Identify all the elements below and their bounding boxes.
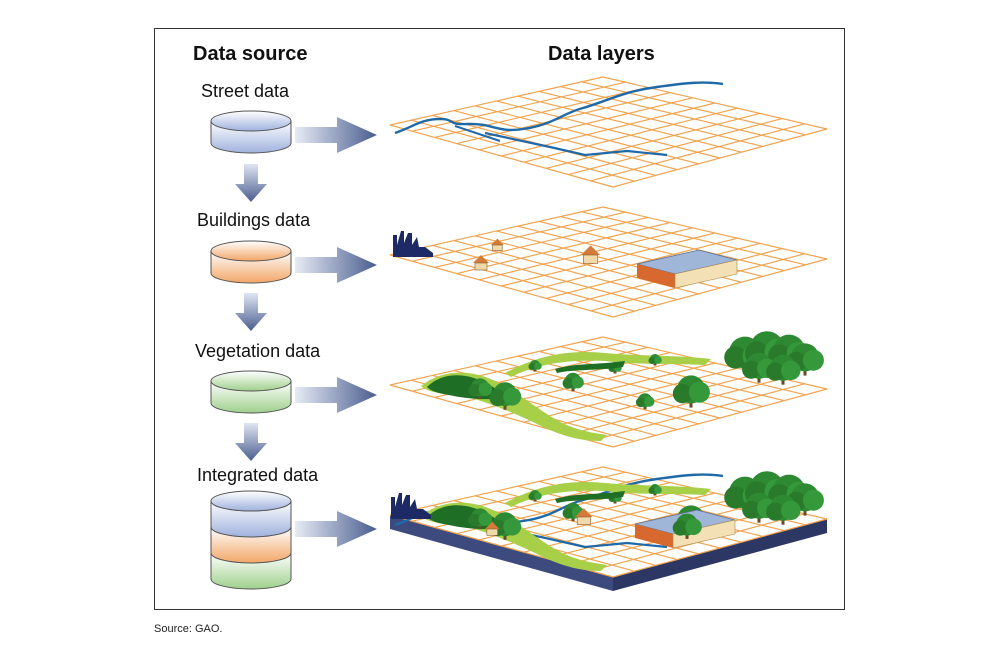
data-source-header: Data source <box>193 43 308 65</box>
tree-icon <box>528 490 542 502</box>
factory-icon <box>391 493 431 519</box>
integrated-layer <box>389 466 828 578</box>
diagram-canvas <box>210 76 828 591</box>
arrow-right-icon <box>295 247 377 283</box>
source-label-vegetation: Vegetation data <box>195 341 321 361</box>
data-layers-header: Data layers <box>548 43 655 65</box>
integrated-base-side <box>613 519 827 591</box>
arrow-down-icon <box>235 293 267 331</box>
tree-icon <box>528 360 542 372</box>
tree-icon <box>672 513 702 539</box>
house-icon <box>491 238 504 245</box>
house-icon <box>473 255 489 263</box>
source-note: Source: GAO. <box>154 623 223 635</box>
integrated-db-icon <box>210 490 292 590</box>
house-icon <box>581 245 601 255</box>
tree-icon <box>648 354 662 366</box>
tree-icon <box>635 393 655 410</box>
arrow-right-icon <box>295 511 377 547</box>
vegetation-layer <box>389 336 828 448</box>
tree-icon <box>672 375 710 408</box>
house-icon <box>575 508 593 517</box>
street-line <box>454 125 501 142</box>
integrated-base-side <box>390 515 613 591</box>
street-layer <box>389 76 828 188</box>
tree-icon <box>468 508 493 530</box>
tree-icon <box>766 494 801 525</box>
tree-icon <box>489 382 522 410</box>
source-label-buildings: Buildings data <box>197 210 311 230</box>
arrow-down-icon <box>235 164 267 202</box>
arrow-down-icon <box>235 423 267 461</box>
dense-vegetation <box>555 361 625 373</box>
source-label-street: Street data <box>201 81 290 101</box>
buildings-db-icon <box>210 240 292 284</box>
street-line <box>484 131 668 157</box>
dense-vegetation <box>555 491 625 503</box>
vegetation-db-icon <box>210 370 292 414</box>
tree-icon <box>562 372 584 392</box>
tree-icon <box>468 378 493 400</box>
arrow-right-icon <box>295 377 377 413</box>
buildings-layer <box>389 206 828 318</box>
large-building-icon <box>636 249 738 289</box>
tree-icon <box>766 354 801 385</box>
source-label-integrated: Integrated data <box>197 465 319 485</box>
tree-cluster-icon <box>724 471 824 525</box>
factory-icon <box>393 231 433 257</box>
street-db-icon <box>210 110 292 154</box>
arrow-right-icon <box>295 117 377 153</box>
street-line <box>394 81 724 135</box>
tree-cluster-icon <box>724 331 824 385</box>
diagram-frame: Data source Data layers Street data Buil… <box>154 28 845 610</box>
tree-icon <box>648 484 662 496</box>
house-icon <box>485 521 500 529</box>
